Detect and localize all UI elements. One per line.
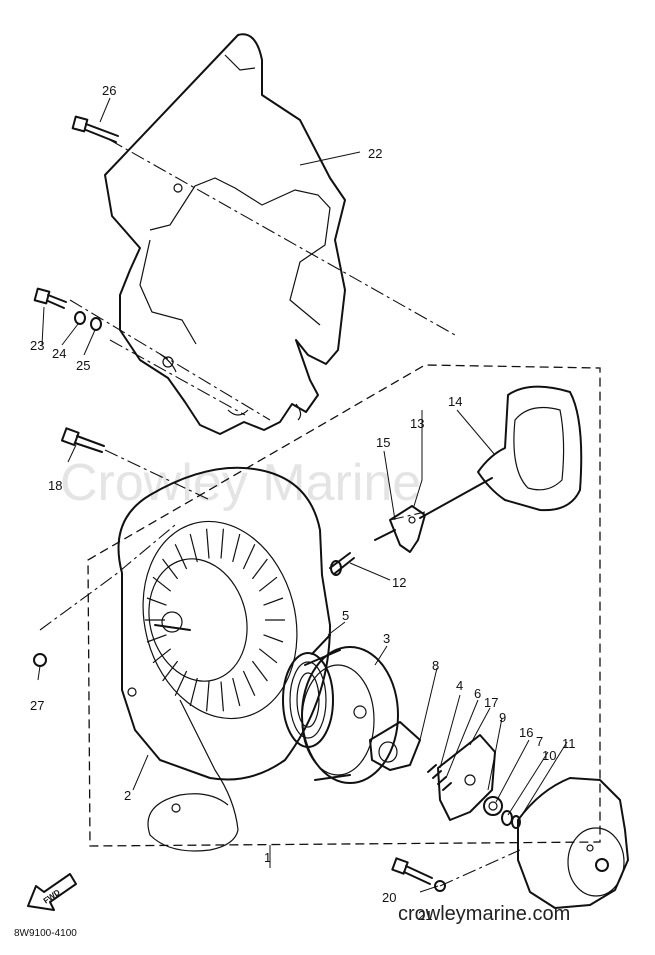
callout-11: 11 bbox=[562, 736, 576, 751]
callout-23: 23 bbox=[30, 338, 44, 353]
callout-22: 22 bbox=[368, 146, 382, 161]
housing-fin bbox=[152, 576, 172, 592]
housing-fin bbox=[174, 544, 188, 570]
housing-fin bbox=[206, 681, 210, 712]
part-27-washer bbox=[33, 653, 47, 667]
callout-8: 8 bbox=[432, 658, 439, 673]
callout-5: 5 bbox=[342, 608, 349, 623]
part-18-bolt bbox=[60, 427, 105, 453]
part-6-spring bbox=[427, 764, 452, 791]
housing-fin bbox=[263, 634, 284, 643]
callout-27: 27 bbox=[30, 698, 44, 713]
housing-fin bbox=[258, 576, 278, 592]
part-15-cam bbox=[374, 505, 426, 553]
housing-fin bbox=[174, 670, 188, 696]
callout-4: 4 bbox=[456, 678, 463, 693]
callout-12: 12 bbox=[392, 575, 406, 590]
part-11-washer bbox=[511, 815, 521, 829]
assembly-boundary bbox=[87, 364, 601, 847]
callout-18: 18 bbox=[48, 478, 62, 493]
part-23-bolt bbox=[33, 287, 67, 309]
housing-fin bbox=[146, 597, 167, 606]
fwd-arrow-icon: FWD bbox=[27, 873, 77, 911]
housing-fin bbox=[242, 670, 256, 696]
part-14-handle bbox=[477, 385, 583, 512]
housing-fin bbox=[162, 558, 179, 580]
callouts: 26 22 23 24 25 18 15 13 14 12 5 3 8 4 6 … bbox=[30, 83, 576, 923]
callout-14: 14 bbox=[448, 394, 462, 409]
housing-fin bbox=[146, 634, 167, 643]
part-25-washer bbox=[90, 317, 102, 331]
callout-13: 13 bbox=[410, 416, 424, 431]
housing-fin bbox=[206, 528, 210, 559]
part-21-washer bbox=[434, 880, 446, 892]
housing-fin bbox=[162, 660, 179, 682]
part-12-pin bbox=[329, 552, 355, 576]
housing-fin bbox=[232, 677, 241, 707]
callout-2: 2 bbox=[124, 788, 131, 803]
callout-7: 7 bbox=[536, 734, 543, 749]
part-3-pulley bbox=[301, 646, 399, 784]
watermark-text: Crowley Marine bbox=[60, 454, 421, 512]
part-2-starter-housing bbox=[117, 466, 331, 852]
fwd-label: FWD bbox=[42, 888, 62, 906]
callout-25: 25 bbox=[76, 358, 90, 373]
part-13-rope bbox=[419, 477, 493, 519]
callout-20: 20 bbox=[382, 890, 396, 905]
housing-fin bbox=[251, 660, 268, 682]
callout-15: 15 bbox=[376, 435, 390, 450]
housing-fin bbox=[263, 597, 284, 606]
part-26-bolt bbox=[71, 115, 119, 143]
housing-fin bbox=[220, 681, 224, 712]
website-watermark: crowleymarine.com bbox=[398, 903, 570, 925]
part-19-cup bbox=[517, 777, 629, 909]
housing-fin bbox=[189, 677, 198, 707]
callout-21: 21 bbox=[418, 908, 432, 923]
callout-3: 3 bbox=[383, 631, 390, 646]
callout-24: 24 bbox=[52, 346, 66, 361]
part-22-cover bbox=[104, 33, 346, 435]
part-4-pawl bbox=[369, 721, 421, 771]
housing-fin bbox=[152, 648, 172, 664]
part-24-washer bbox=[74, 311, 86, 325]
callout-17: 17 bbox=[484, 695, 498, 710]
part-10-washer bbox=[501, 810, 513, 826]
part-20-bolt bbox=[391, 857, 433, 885]
housing-fin bbox=[189, 533, 198, 563]
housing-fin bbox=[258, 648, 278, 664]
callout-6: 6 bbox=[474, 686, 481, 701]
callout-1: 1 bbox=[264, 850, 271, 865]
housing-fin bbox=[232, 533, 241, 563]
housing-fin bbox=[242, 544, 256, 570]
callout-9: 9 bbox=[499, 710, 506, 725]
callout-16: 16 bbox=[519, 725, 533, 740]
part-5-spring bbox=[282, 634, 334, 748]
callout-10: 10 bbox=[542, 748, 556, 763]
housing-fin bbox=[220, 528, 224, 559]
part-16-nut bbox=[483, 796, 503, 816]
callout-leaders bbox=[37, 97, 568, 893]
housing-fin bbox=[251, 558, 268, 580]
drawing-code: 8W9100-4100 bbox=[14, 928, 77, 939]
part-9-plate bbox=[437, 734, 496, 821]
callout-26: 26 bbox=[102, 83, 116, 98]
